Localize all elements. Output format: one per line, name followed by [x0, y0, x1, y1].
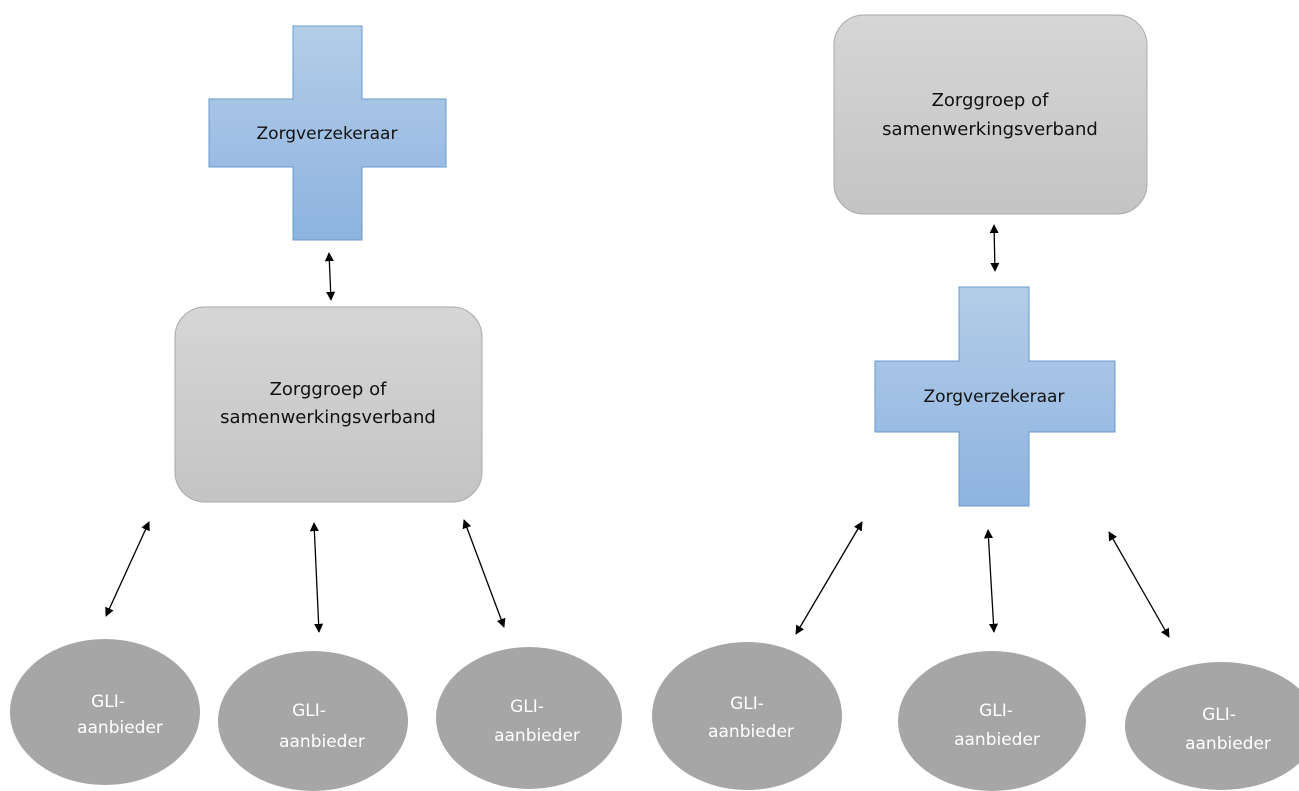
left-group-box	[174, 306, 483, 503]
right-provider-1: GLI- aanbieder	[652, 642, 842, 790]
right-provider-1-line2: aanbieder	[708, 722, 794, 742]
right-group-label-line2: samenwerkingsverband	[882, 119, 1098, 140]
right-provider-1-shape	[652, 642, 842, 790]
left-group-label-line2: samenwerkingsverband	[220, 407, 436, 428]
right-provider-3-line2: aanbieder	[1185, 734, 1271, 754]
left-insurer-cross-shape	[208, 25, 447, 241]
right-provider-2-line1: GLI-	[979, 701, 1013, 721]
left-provider-3-line2: aanbieder	[494, 726, 580, 746]
left-provider-2-shape	[218, 651, 408, 791]
right-insurer-node: Zorgverzekeraar	[874, 286, 1116, 507]
left-provider-1-line2: aanbieder	[77, 718, 163, 738]
left-insurer-group-connector	[324, 252, 336, 301]
right-group-label-line1: Zorggroep of	[932, 90, 1050, 111]
left-group-provider3-connector	[462, 519, 506, 628]
right-group-box	[833, 14, 1148, 215]
left-group-provider1-connector	[105, 521, 150, 617]
left-provider-3: GLI- aanbieder	[436, 647, 622, 789]
right-group-insurer-connector	[989, 224, 1000, 272]
left-insurer-label: Zorgverzekeraar	[257, 124, 398, 144]
left-provider-1-shape	[10, 639, 200, 785]
right-diagram: Zorggroep of samenwerkingsverband Zorgve…	[652, 14, 1299, 791]
right-provider-3-line1: GLI-	[1202, 705, 1236, 725]
right-provider-3: GLI- aanbieder	[1125, 662, 1299, 790]
left-provider-1-line1: GLI-	[91, 692, 125, 712]
right-provider-3-shape	[1125, 662, 1299, 790]
right-group-node: Zorggroep of samenwerkingsverband	[833, 14, 1148, 215]
left-provider-3-shape	[436, 647, 622, 789]
right-provider-1-line1: GLI-	[730, 694, 764, 714]
left-group-label-line1: Zorggroep of	[270, 379, 388, 400]
left-group-provider2-connector	[309, 522, 324, 633]
right-provider-2: GLI- aanbieder	[898, 651, 1086, 791]
right-insurer-provider3-connector	[1108, 531, 1170, 638]
left-insurer-node: Zorgverzekeraar	[208, 25, 447, 241]
left-provider-3-line1: GLI-	[510, 697, 544, 717]
left-provider-2-line2: aanbieder	[279, 732, 365, 752]
right-insurer-cross-shape	[874, 286, 1116, 507]
left-diagram: Zorgverzekeraar Zorggroep of samenwerkin…	[10, 25, 622, 791]
right-provider-2-line2: aanbieder	[954, 730, 1040, 750]
left-group-node: Zorggroep of samenwerkingsverband	[174, 306, 483, 503]
left-provider-2: GLI- aanbieder	[218, 651, 408, 791]
left-provider-1: GLI- aanbieder	[10, 639, 200, 785]
right-provider-2-shape	[898, 651, 1086, 791]
right-insurer-label: Zorgverzekeraar	[924, 387, 1065, 407]
right-insurer-provider1-connector	[795, 521, 863, 635]
right-insurer-provider2-connector	[983, 529, 999, 633]
left-provider-2-line1: GLI-	[292, 701, 326, 721]
